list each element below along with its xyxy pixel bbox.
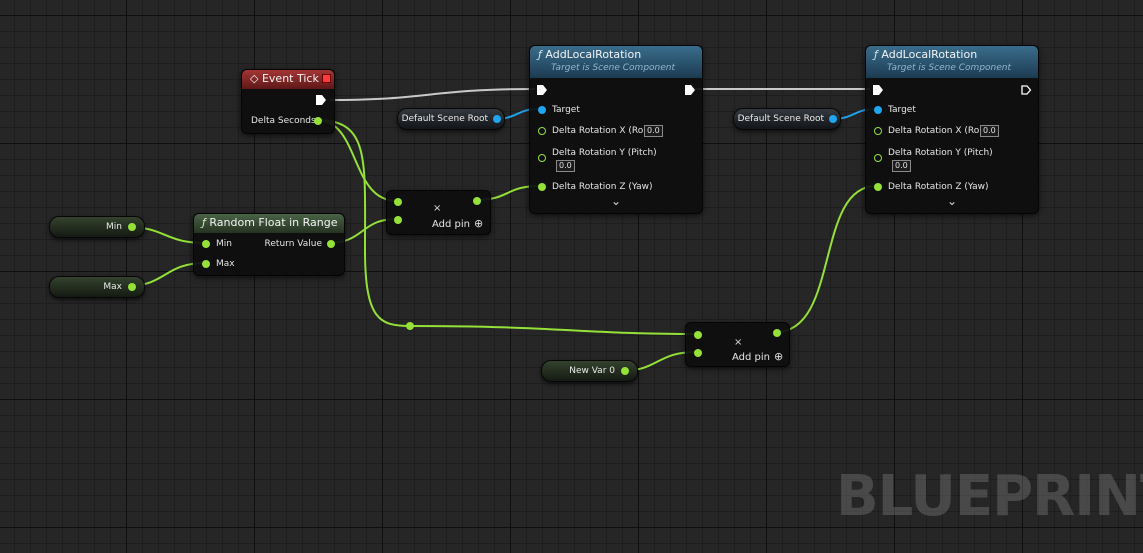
reroute-node: [406, 322, 414, 330]
default-scene-root-node-1[interactable]: Default Scene Root: [397, 108, 505, 130]
exec-in-pin-2[interactable]: [873, 85, 884, 96]
stop-icon: [322, 74, 331, 83]
delta-rotation-x-label-1: Delta Rotation X (Roll): [552, 126, 652, 136]
multiply-1-in-a-pin[interactable]: [394, 198, 402, 206]
random-min-pin[interactable]: [202, 240, 210, 248]
delta-rotation-y-input-2[interactable]: 0.0: [892, 160, 911, 172]
event-tick-node[interactable]: ◇ Event Tick Delta Seconds: [241, 69, 335, 134]
float-wire-reroute-add2: [409, 325, 698, 335]
min-variable-label: Min: [106, 222, 122, 232]
delta-rotation-x-pin-2[interactable]: [874, 127, 882, 135]
exec-in-pin-1[interactable]: [537, 85, 548, 96]
multiply-2-out-pin[interactable]: [773, 329, 781, 337]
add-local-rotation-title-2: AddLocalRotation: [881, 48, 978, 61]
exec-out-pin-2[interactable]: [1021, 85, 1032, 96]
add-local-rotation-node-1[interactable]: ƒ AddLocalRotation Target is Scene Compo…: [529, 45, 703, 214]
delta-seconds-label: Delta Seconds: [251, 116, 316, 126]
function-icon-rot-2: ƒ: [874, 48, 878, 61]
event-tick-header[interactable]: ◇ Event Tick: [242, 70, 334, 89]
delta-rotation-x-input-2[interactable]: 0.0: [980, 125, 999, 137]
max-variable-label: Max: [103, 282, 122, 292]
return-value-pin[interactable]: [327, 240, 335, 248]
min-variable-pin[interactable]: [128, 223, 136, 231]
multiply-1-out-pin[interactable]: [473, 197, 481, 205]
add-local-rotation-subtitle-1: Target is Scene Component: [551, 63, 676, 73]
delta-rotation-y-pin-2[interactable]: [874, 154, 882, 162]
add-local-rotation-subtitle-2: Target is Scene Component: [887, 63, 1012, 73]
max-variable-node[interactable]: Max: [49, 276, 145, 298]
exec-out-pin[interactable]: [316, 95, 327, 106]
default-scene-root-node-2[interactable]: Default Scene Root: [733, 108, 841, 130]
add-pin-icon[interactable]: ⊕: [474, 217, 484, 230]
delta-rotation-x-pin-1[interactable]: [538, 127, 546, 135]
target-pin-2[interactable]: [874, 106, 882, 114]
delta-rotation-y-label-2: Delta Rotation Y (Pitch): [888, 148, 993, 158]
delta-rotation-y-input-1[interactable]: 0.0: [556, 160, 575, 172]
scene-root-out-pin-1[interactable]: [493, 115, 501, 123]
delta-rotation-z-pin-1[interactable]: [538, 183, 546, 191]
multiply-2-in-b-pin[interactable]: [694, 349, 702, 357]
blueprint-watermark: BLUEPRINT: [836, 464, 1143, 529]
multiply-node-2[interactable]: × Add pin ⊕: [685, 322, 790, 367]
delta-rotation-y-pin-1[interactable]: [538, 154, 546, 162]
default-scene-root-label-2: Default Scene Root: [737, 114, 824, 124]
random-max-label: Max: [216, 259, 235, 269]
random-float-header[interactable]: ƒ Random Float in Range: [194, 214, 344, 233]
multiply-1-in-b-pin[interactable]: [394, 216, 402, 224]
min-variable-node[interactable]: Min: [49, 216, 145, 238]
delta-rotation-z-label-2: Delta Rotation Z (Yaw): [888, 182, 989, 192]
default-scene-root-label-1: Default Scene Root: [401, 114, 488, 124]
delta-rotation-z-pin-2[interactable]: [874, 183, 882, 191]
random-float-title: Random Float in Range: [209, 216, 338, 229]
add-local-rotation-header-1[interactable]: ƒ AddLocalRotation: [530, 46, 702, 78]
multiply-2-op-icon: ×: [734, 337, 743, 348]
exec-wire-1: [329, 88, 536, 101]
delta-rotation-x-input-1[interactable]: 0.0: [644, 125, 663, 137]
add-local-rotation-title-1: AddLocalRotation: [545, 48, 642, 61]
event-icon: ◇: [250, 72, 259, 85]
event-tick-title: Event Tick: [261, 72, 319, 85]
new-var-0-label: New Var 0: [569, 366, 615, 376]
delta-rotation-y-label-1: Delta Rotation Y (Pitch): [552, 148, 657, 158]
multiply-2-in-a-pin[interactable]: [694, 331, 702, 339]
delta-rotation-x-label-2: Delta Rotation X (Roll): [888, 126, 988, 136]
function-icon: ƒ: [202, 216, 206, 229]
function-icon-rot-1: ƒ: [538, 48, 542, 61]
target-pin-1[interactable]: [538, 106, 546, 114]
random-max-pin[interactable]: [202, 260, 210, 268]
max-variable-pin[interactable]: [128, 283, 136, 291]
new-var-0-pin[interactable]: [621, 367, 629, 375]
exec-out-pin-1[interactable]: [685, 85, 696, 96]
add-pin-icon-2[interactable]: ⊕: [774, 350, 784, 363]
scene-root-out-pin-2[interactable]: [829, 115, 837, 123]
multiply-1-add-pin-label[interactable]: Add pin: [432, 219, 471, 230]
add-local-rotation-header-2[interactable]: ƒ AddLocalRotation: [866, 46, 1038, 78]
float-wire-add2-z: [775, 185, 877, 333]
target-label-2: Target: [888, 105, 916, 115]
chevron-down-icon-2[interactable]: ⌄: [947, 194, 958, 208]
delta-seconds-pin[interactable]: [314, 117, 322, 125]
chevron-down-icon-1[interactable]: ⌄: [611, 194, 622, 208]
add-local-rotation-node-2[interactable]: ƒ AddLocalRotation Target is Scene Compo…: [865, 45, 1039, 214]
return-value-label: Return Value: [264, 239, 322, 249]
multiply-node-1[interactable]: × Add pin ⊕: [386, 190, 491, 235]
random-min-label: Min: [216, 239, 232, 249]
multiply-2-add-pin-label[interactable]: Add pin: [732, 352, 771, 363]
new-var-0-node[interactable]: New Var 0: [541, 360, 638, 382]
delta-rotation-z-label-1: Delta Rotation Z (Yaw): [552, 182, 653, 192]
target-label-1: Target: [552, 105, 580, 115]
random-float-node[interactable]: ƒ Random Float in Range Min Max Return V…: [193, 213, 345, 276]
multiply-1-op-icon: ×: [433, 203, 442, 214]
